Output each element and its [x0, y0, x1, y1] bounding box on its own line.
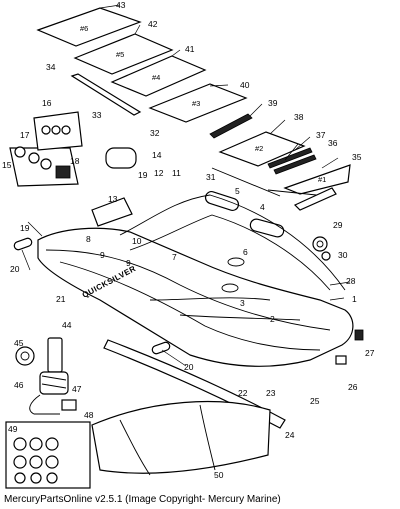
callout-6: 6 — [243, 247, 248, 257]
callout-2: 2 — [270, 314, 275, 324]
callout-34: 34 — [46, 62, 56, 72]
callout-44: 44 — [62, 320, 72, 330]
callout-15: 15 — [2, 160, 12, 170]
callout-20a: 20 — [10, 264, 20, 274]
floor-board-1[interactable]: #1 — [283, 164, 351, 195]
callout-31: 31 — [206, 172, 216, 182]
callout-21: 21 — [56, 294, 66, 304]
callout-40: 40 — [240, 80, 250, 90]
callout-24: 24 — [285, 430, 295, 440]
callout-46: 46 — [14, 380, 24, 390]
callout-7: 7 — [172, 252, 177, 262]
oar-31[interactable] — [211, 167, 281, 197]
fitting-26[interactable] — [335, 355, 347, 365]
oar-4[interactable] — [267, 187, 337, 211]
callout-14: 14 — [152, 150, 162, 160]
callout-47: 47 — [72, 384, 82, 394]
callout-27: 27 — [365, 348, 375, 358]
valve-cap-30[interactable] — [321, 251, 331, 261]
o-ring-kit-16[interactable] — [33, 111, 83, 151]
callout-3: 3 — [240, 298, 245, 308]
floor-board-5[interactable]: #5 — [73, 33, 174, 75]
copyright-caption: MercuryPartsOnline v2.5.1 (Image Copyrig… — [4, 494, 281, 505]
callout-11: 11 — [172, 168, 181, 178]
valve-29[interactable] — [312, 236, 328, 252]
callout-48: 48 — [84, 410, 94, 420]
pump-44[interactable] — [39, 337, 69, 395]
callout-19a: 19 — [138, 170, 148, 180]
floor-board-3[interactable]: #3 — [148, 83, 248, 123]
floor-board-2-label: #2 — [255, 144, 263, 153]
pump-hose-46[interactable] — [29, 394, 60, 415]
callout-29: 29 — [333, 220, 343, 230]
callout-4: 4 — [260, 202, 265, 212]
callout-39: 39 — [268, 98, 278, 108]
pump-base-47[interactable] — [61, 399, 77, 411]
valve-set-15[interactable] — [9, 146, 79, 187]
floor-board-6[interactable]: #6 — [36, 7, 142, 47]
callout-numbers: 1 2 3 4 5 6 7 8 9 9 10 11 12 13 14 15 16… — [2, 0, 375, 480]
floor-board-4[interactable]: #4 — [110, 55, 207, 97]
seat-bag-14[interactable] — [105, 147, 137, 169]
callout-20b: 20 — [184, 362, 194, 372]
callout-49: 49 — [8, 424, 18, 434]
callout-12: 12 — [154, 168, 164, 178]
callout-23: 23 — [266, 388, 276, 398]
handle-20-bottom[interactable] — [151, 341, 171, 355]
floor-board-6-label: #6 — [80, 24, 88, 33]
callout-36: 36 — [328, 138, 338, 148]
callout-41: 41 — [185, 44, 195, 54]
floor-board-1-label: #1 — [318, 175, 326, 184]
callout-5: 5 — [235, 186, 240, 196]
leader-lines — [21, 4, 351, 367]
callout-42: 42 — [148, 19, 158, 29]
floor-board-3-label: #3 — [192, 99, 200, 108]
boat-hull[interactable]: QUICKSILVER — [37, 194, 354, 367]
callout-16: 16 — [42, 98, 52, 108]
seat-panel-13[interactable] — [91, 197, 133, 227]
callout-10: 10 — [132, 236, 142, 246]
floor-strip-39[interactable] — [209, 113, 253, 139]
floor-board-4-label: #4 — [152, 73, 160, 82]
callout-30: 30 — [338, 250, 348, 260]
callout-9a: 9 — [100, 250, 105, 260]
callout-33: 33 — [92, 110, 102, 120]
callout-1: 1 — [352, 294, 357, 304]
handle-20-left[interactable] — [13, 237, 33, 251]
callout-37: 37 — [316, 130, 326, 140]
callout-13: 13 — [108, 194, 118, 204]
seat-4-cushion[interactable] — [249, 218, 285, 238]
floor-board-2[interactable]: #2 — [218, 131, 306, 167]
floor-strip-36[interactable] — [273, 154, 317, 175]
callout-9b: 9 — [126, 258, 131, 268]
callout-45: 45 — [14, 338, 24, 348]
repair-kit-48[interactable] — [5, 421, 91, 489]
callout-18: 18 — [70, 156, 80, 166]
callout-28: 28 — [346, 276, 356, 286]
callout-43: 43 — [116, 0, 126, 10]
floor-board-5-label: #5 — [116, 50, 124, 59]
callout-25: 25 — [310, 396, 320, 406]
pump-adapter-45[interactable] — [15, 346, 35, 366]
carry-bag-50[interactable] — [91, 400, 271, 476]
callout-50: 50 — [214, 470, 224, 480]
callout-8: 8 — [86, 234, 91, 244]
callout-26: 26 — [348, 382, 358, 392]
callout-38: 38 — [294, 112, 304, 122]
transom-27[interactable] — [354, 329, 364, 341]
callout-32: 32 — [150, 128, 160, 138]
side-rail-33[interactable] — [70, 73, 142, 116]
callout-22: 22 — [238, 388, 248, 398]
callout-17: 17 — [20, 130, 30, 140]
floor-strip-37[interactable] — [267, 147, 313, 169]
callout-35: 35 — [352, 152, 362, 162]
callout-19b: 19 — [20, 223, 30, 233]
